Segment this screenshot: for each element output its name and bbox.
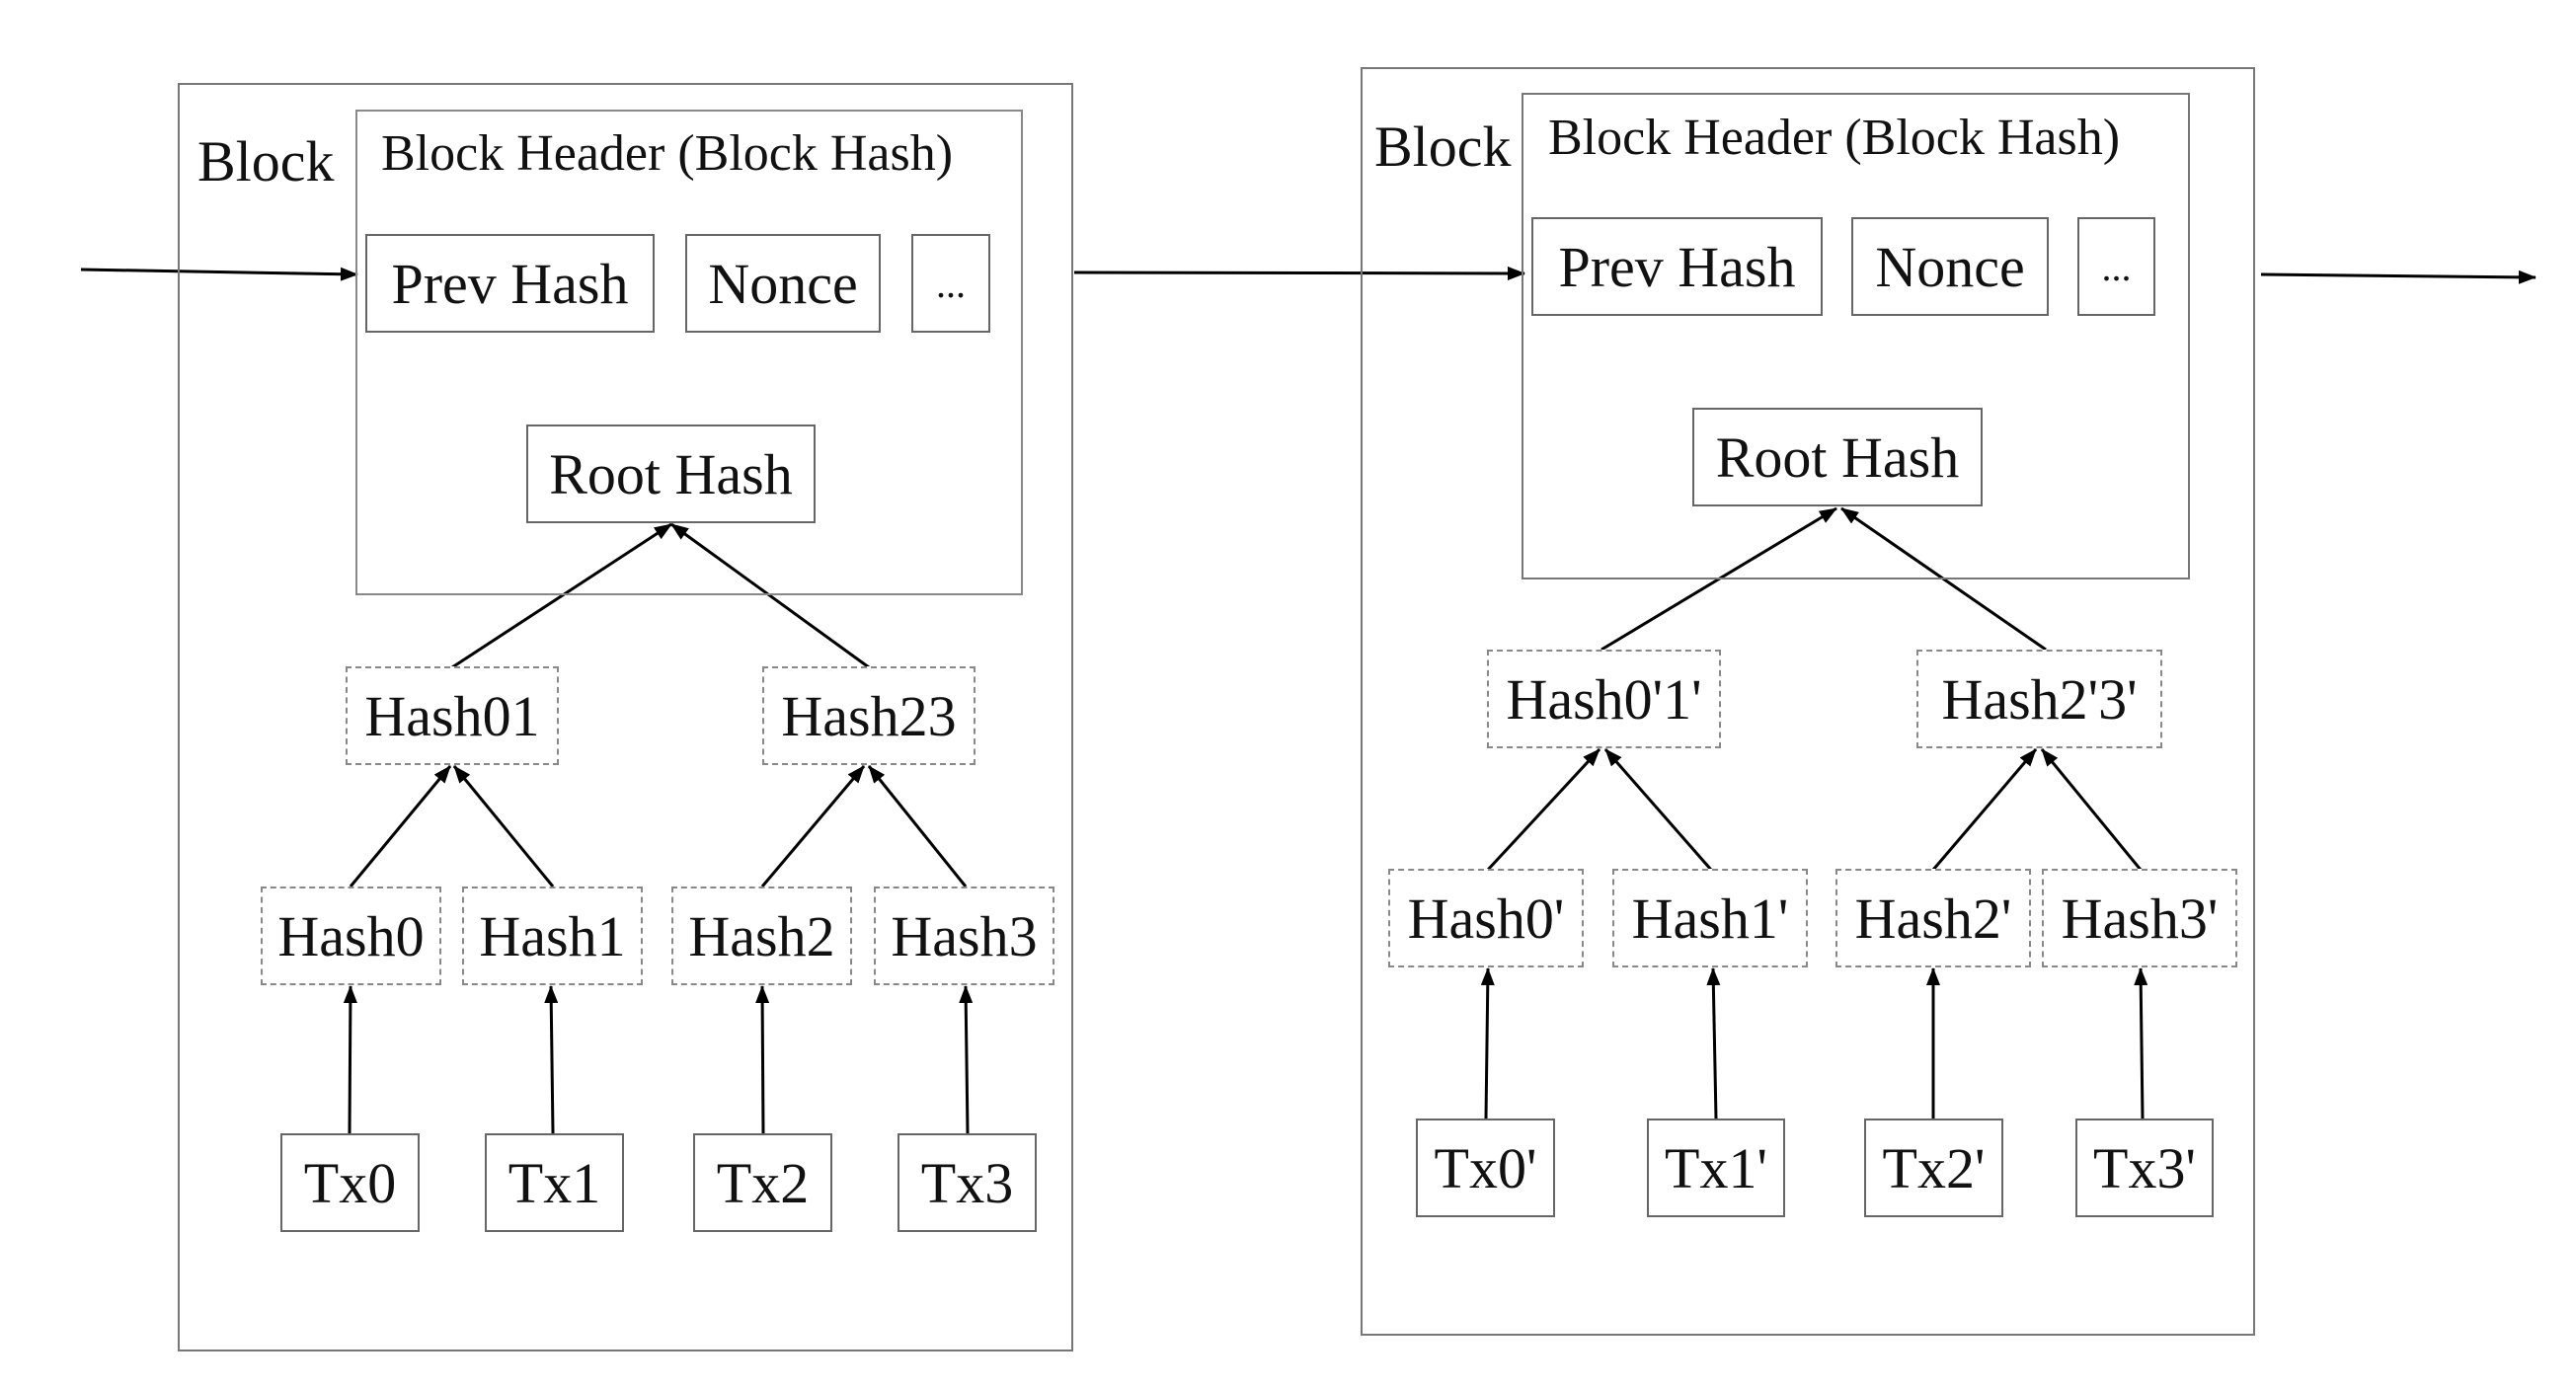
arrow-tx1p-hash1p	[1706, 967, 1721, 1119]
arrow-tx2-hash2	[755, 985, 770, 1134]
arrow-hash1p-hash01p	[1603, 748, 1713, 871]
block-1-tx3: Tx3	[898, 1133, 1037, 1232]
arrow-hash2-hash23	[760, 765, 866, 887]
block-2-tx1p: Tx1'	[1647, 1119, 1785, 1217]
arrow-hash23-root	[670, 522, 870, 669]
block-1-hash2: Hash2	[671, 887, 852, 985]
block-1-label: Block	[197, 129, 335, 193]
block-2-more-field: ...	[2077, 217, 2155, 316]
block-2-hash2p3p: Hash2'3'	[1916, 650, 2162, 748]
arrow-hash3p-hash23p	[2040, 748, 2143, 871]
block-1-tx1: Tx1	[485, 1133, 624, 1232]
arrow-hash1-hash01	[452, 765, 555, 887]
arrow-hash01-root	[451, 522, 672, 669]
block-1-tx0: Tx0	[280, 1133, 420, 1232]
block-1-hash01: Hash01	[346, 666, 559, 765]
block-1-more-field: ...	[911, 234, 990, 333]
block-1-header	[355, 110, 1023, 595]
block-2-hash3p: Hash3'	[2042, 869, 2237, 967]
block-2-tx2p: Tx2'	[1864, 1119, 2003, 1217]
arrow-hash3-hash23	[867, 765, 968, 887]
block-1-prev-hash-field: Prev Hash	[365, 234, 655, 333]
block-2-prev-hash-field: Prev Hash	[1531, 217, 1823, 316]
block-2-hash2p: Hash2'	[1835, 869, 2031, 967]
arrow-tx0p-hash0p	[1480, 967, 1495, 1119]
block-1-nonce-field: Nonce	[685, 234, 881, 333]
block-1-hash23: Hash23	[762, 666, 976, 765]
block-1-header-title: Block Header (Block Hash)	[381, 125, 954, 182]
arrow-tx0-hash0	[343, 985, 357, 1134]
block-2-tx3p: Tx3'	[2075, 1119, 2214, 1217]
block-2-nonce-field: Nonce	[1851, 217, 2049, 316]
block-2-root-hash: Root Hash	[1692, 408, 1983, 506]
block-2-label: Block	[1374, 115, 1512, 179]
arrow-tx1-hash1	[544, 985, 559, 1134]
block-1-hash3: Hash3	[874, 887, 1054, 985]
block-2-hash1p: Hash1'	[1612, 869, 1808, 967]
arrow-tx3-hash3	[959, 985, 974, 1134]
arrow-hash2p-hash23p	[1931, 748, 2038, 871]
block-2-tx0p: Tx0'	[1416, 1119, 1555, 1217]
block-1-root-hash: Root Hash	[526, 424, 816, 523]
arrow-hash0-hash01	[349, 765, 452, 887]
block-2-frame	[1361, 67, 2255, 1336]
block-1-frame	[178, 83, 1073, 1351]
chain-arrow-middle	[1073, 266, 1525, 280]
arrow-hash0p-hash01p	[1486, 747, 1601, 872]
chain-arrow-incoming	[80, 267, 358, 281]
block-2-hash0p1p: Hash0'1'	[1487, 650, 1721, 748]
block-1-hash1: Hash1	[462, 887, 643, 985]
block-2-header	[1522, 93, 2190, 579]
block-2-hash0p: Hash0'	[1388, 869, 1584, 967]
arrow-tx3p-hash3p	[2134, 967, 2148, 1119]
chain-arrow-outgoing	[2260, 270, 2537, 284]
block-1-hash0: Hash0	[261, 887, 441, 985]
block-2-header-title: Block Header (Block Hash)	[1548, 110, 2121, 166]
block-1-tx2: Tx2	[693, 1133, 832, 1232]
